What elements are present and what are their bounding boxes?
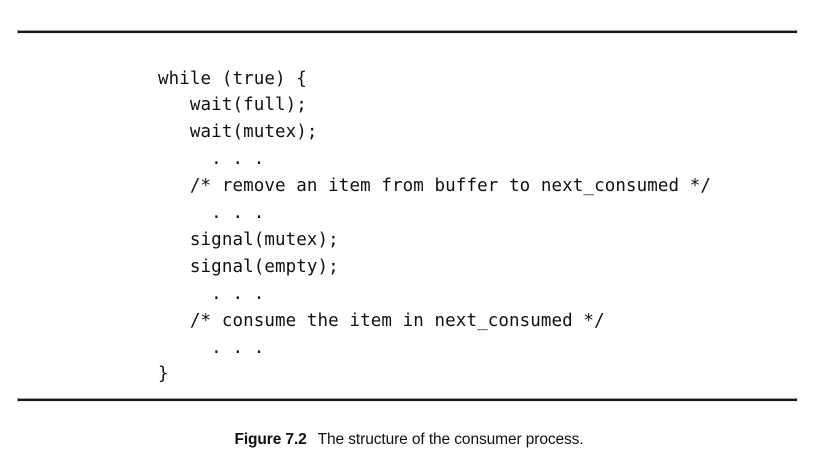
code-line: wait(full); (158, 95, 307, 116)
code-line-ellipsis: . . . (158, 337, 265, 358)
code-line-ellipsis: . . . (158, 149, 265, 170)
code-line: signal(empty); (158, 256, 339, 277)
figure-caption-label: Figure 7.2 (234, 431, 307, 448)
code-line: } (158, 364, 169, 385)
figure-top-rule (17, 30, 798, 34)
figure-bottom-rule (17, 398, 798, 402)
code-line: signal(mutex); (158, 229, 339, 250)
code-listing: while (true) { wait(full); wait(mutex); … (158, 66, 808, 389)
code-line-comment: /* consume the item in next_consumed */ (158, 310, 605, 331)
code-line: wait(mutex); (158, 122, 318, 143)
figure-caption-text: The structure of the consumer process. (317, 431, 584, 448)
code-line-comment: /* remove an item from buffer to next_co… (158, 176, 712, 197)
figure-caption: Figure 7.2 The structure of the consumer … (0, 431, 818, 449)
code-line-ellipsis: . . . (158, 283, 265, 304)
code-line-ellipsis: . . . (158, 203, 265, 224)
code-line: while (true) { (158, 68, 307, 89)
